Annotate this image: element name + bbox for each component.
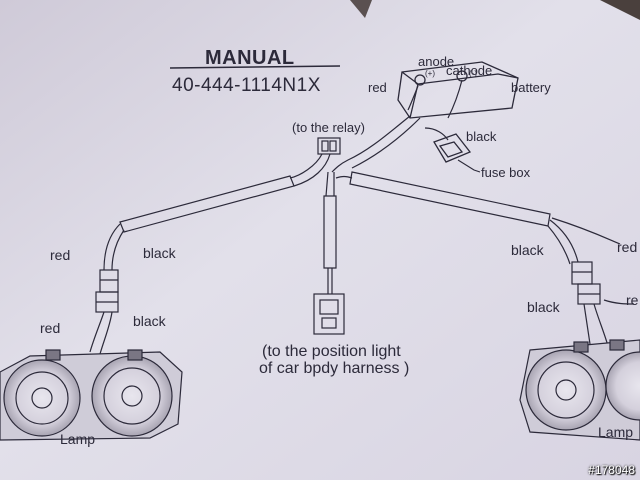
fuse-box-label: fuse box	[481, 165, 531, 180]
right-lamp-label: Lamp	[598, 424, 634, 440]
lamp-icon	[0, 349, 183, 441]
battery-cathode-label: cathode	[446, 63, 493, 78]
battery-anode-label: anode	[418, 54, 455, 69]
battery-plus-label: (+)	[425, 69, 435, 78]
right-red-lower-label: re	[626, 292, 639, 308]
right-black-upper-label: black	[511, 242, 544, 258]
manual-model-number: 40-444-1114N1X	[172, 75, 321, 96]
relay-label: (to the relay)	[292, 120, 365, 135]
position-note-line2: of car bpdy harness )	[259, 360, 410, 377]
battery-icon	[397, 61, 519, 119]
battery-red-label: red	[368, 80, 387, 95]
left-black-upper-label: black	[143, 245, 176, 261]
battery-black-label: black	[466, 129, 497, 144]
watermark: #178048	[588, 463, 635, 477]
manual-title: MANUAL	[205, 47, 295, 69]
left-black-lower-label: black	[133, 313, 166, 329]
battery-label: battery	[511, 80, 551, 95]
left-red-lower-label: red	[40, 320, 61, 336]
fuse-box-icon	[433, 133, 472, 163]
relay-connector-icon	[317, 137, 341, 155]
left-red-upper-label: red	[50, 247, 71, 263]
left-lamp-label: Lamp	[60, 431, 96, 447]
position-note-line1: (to the position light	[262, 343, 401, 360]
right-red-upper-label: red	[617, 239, 638, 255]
position-connector-icon	[313, 293, 345, 335]
lamp-icon	[519, 339, 640, 441]
battery-minus-label: (-)	[469, 69, 477, 78]
right-black-lower-label: black	[527, 299, 560, 315]
